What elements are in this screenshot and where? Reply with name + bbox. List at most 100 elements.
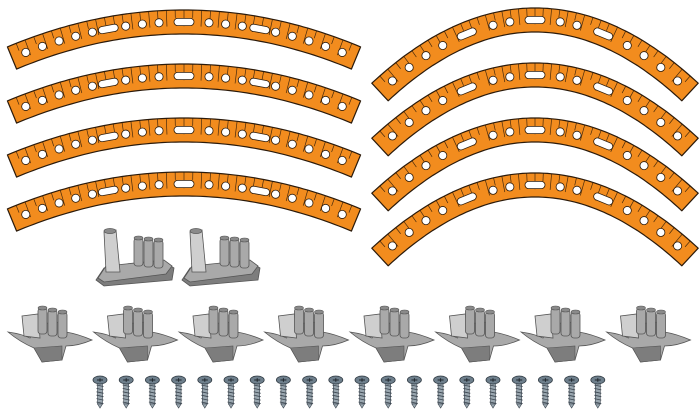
gentle-arc-tick (130, 121, 134, 138)
steep-arc-tick (460, 23, 464, 31)
screw-thread (306, 398, 314, 401)
screw-thread (410, 384, 418, 387)
steep-arc-tick (501, 121, 506, 138)
gentle-arc-tick (77, 77, 83, 94)
gentle-arc-slot (173, 126, 195, 135)
screw-thread (96, 401, 104, 404)
gentle-arc-hole (287, 193, 297, 203)
steep-arc-tick (443, 85, 449, 94)
steep-arc-tick (501, 11, 506, 28)
gentle-arc-hole (221, 73, 231, 83)
gentle-arc-hole (87, 27, 97, 37)
steep-arc-tick (549, 118, 552, 135)
gentle-arc-tick (200, 118, 203, 135)
gentle-arc-tick (15, 43, 20, 51)
screw-thread (568, 391, 576, 394)
gentle-arc-tick (348, 205, 353, 213)
gentle-arc-slot (249, 23, 270, 35)
steep-arc-tick (476, 127, 480, 135)
gentle-arc-slot (98, 23, 119, 35)
gentle-arc-tick (15, 97, 20, 105)
screw-thread (437, 391, 445, 394)
steep-arc-tick (501, 176, 506, 193)
gentle-arc-hole (321, 149, 331, 159)
stand-post (103, 229, 121, 273)
steep-arc-hole (555, 182, 565, 192)
steep-arc-body (371, 172, 699, 267)
steep-arc-tick (621, 30, 627, 39)
gentle-arc-hole (54, 198, 64, 208)
steep-arc-tick (395, 117, 401, 124)
gentle-arc-tick (217, 173, 220, 190)
gentle-arc-tick (234, 121, 238, 138)
steep-arc-tick (549, 63, 552, 80)
gentle-arc-tick (302, 28, 309, 44)
screw-thread (279, 394, 287, 398)
steep-arc-tick (558, 119, 561, 128)
gentle-arc-tick (130, 13, 134, 30)
gentle-arc-hole (204, 18, 214, 28)
steep-arc-hole (438, 96, 448, 105)
screw-thread (410, 398, 418, 401)
gentle-arc-tick (68, 133, 72, 142)
steep-arc-tick (427, 94, 433, 103)
screw-thread (122, 391, 130, 394)
screw-thread (358, 401, 366, 404)
steep-arc-hole (387, 186, 397, 196)
screw-thread (253, 394, 261, 398)
steep-arc-tick (580, 179, 586, 196)
gentle-arc-hole (87, 189, 97, 199)
screw-thread (594, 384, 602, 387)
steep-arc-tick (669, 117, 675, 124)
gentle-arc-tick (261, 179, 264, 188)
steep-arc-tick (379, 130, 386, 138)
gentle-arc-tick (130, 67, 134, 84)
steep-arc-tick (379, 240, 386, 248)
gentle-arc-tick (302, 190, 309, 206)
steep-arc-tick (493, 177, 496, 186)
screw-thread (332, 388, 340, 391)
base-wing (363, 313, 383, 339)
gentle-arc-tick (279, 183, 282, 191)
gentle-arc-tick (77, 131, 83, 148)
gentle-arc-hole (221, 181, 231, 191)
base-post (389, 309, 400, 337)
gentle-arc-tick (348, 97, 353, 105)
base-wing (534, 313, 554, 339)
screw-thread (568, 398, 576, 401)
gentle-arc-hole (271, 135, 281, 145)
gentle-arc-tick (261, 125, 264, 134)
gentle-arc-body (6, 63, 362, 124)
gentle-arc (6, 9, 362, 70)
screw-thread (175, 394, 183, 398)
gentle-arc-hole (321, 41, 331, 51)
gentle-arc-hole (154, 126, 164, 136)
gentle-arc-hole (337, 101, 347, 111)
gentle-arc-tick (95, 181, 100, 198)
gentle-arc-tick (227, 174, 229, 183)
base-post-top (636, 305, 646, 311)
gentle-arc-tick (51, 192, 55, 201)
base-post (646, 309, 656, 337)
screw-thread (594, 388, 602, 391)
gentle-arc-tick (139, 12, 141, 21)
steep-arc-tick (493, 12, 496, 21)
gentle-arc-tick (104, 125, 107, 134)
steep-arc-tick (395, 227, 401, 234)
gentle-arc-hole (21, 155, 31, 165)
gentle-arc-tick (217, 119, 220, 136)
steep-arc-tick (476, 17, 480, 25)
gentle-arc-tick (15, 205, 20, 213)
screw-thread (148, 384, 156, 387)
steep-arc-hole (505, 17, 515, 27)
steep-arc-tick (509, 9, 512, 18)
steep-arc-tick (460, 78, 464, 86)
gentle-arc-hole (287, 85, 297, 95)
gentle-arc-tick (296, 133, 300, 142)
steep-arc-hole (488, 20, 498, 30)
gentle-arc-hole (287, 139, 297, 149)
base-post (550, 307, 561, 335)
steep-arc-tick (476, 182, 480, 190)
screw-tip (227, 403, 235, 409)
